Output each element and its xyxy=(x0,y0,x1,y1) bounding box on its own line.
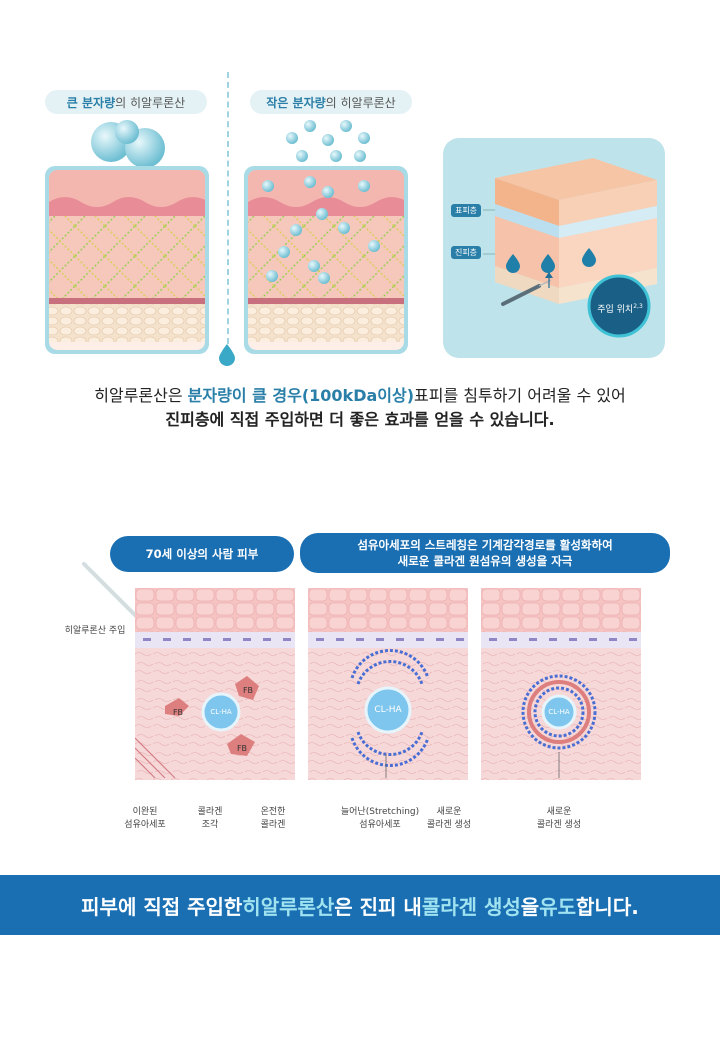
label-detached-fibroblast: 이완된 섬유아세포 xyxy=(124,807,166,830)
stage-panel-new-collagen xyxy=(481,588,641,780)
cl-ha-cell-3: CL-HA xyxy=(548,708,570,716)
skin-panel-small xyxy=(244,166,408,354)
cl-ha-cell-1: CL-HA xyxy=(210,708,232,716)
cl-ha-cell-2: CL-HA xyxy=(374,705,402,715)
epidermis-tag: 표피층 xyxy=(451,204,481,217)
label-stretching-fibroblast: 늘어난(Stretching) 섬유아세포 xyxy=(340,807,420,830)
large-molecule-bubbles xyxy=(91,120,165,168)
age-70-pill: 70세 이상의 사람 피부 xyxy=(110,536,294,572)
top-caption: 히알루론산은 분자량이 클 경우(100kDa이상)표피를 침투하기 어려울 수… xyxy=(94,386,626,429)
label-new-collagen-2: 새로운 콜라겐 생성 xyxy=(426,807,472,830)
dermis-tag: 진피층 xyxy=(451,246,481,259)
skin-panel-large xyxy=(45,166,209,354)
label-collagen-fragment: 콜라겐 조각 xyxy=(197,807,223,830)
label-intact-collagen: 온전한 콜라겐 xyxy=(260,807,286,830)
injection-site-panel: 표피층 진피층 주입 위치2,3 xyxy=(443,138,665,358)
stretching-pill: 섬유아세포의 스트레칭은 기계감각경로를 활성화하여 새로운 콜라겐 원섬유의 … xyxy=(300,533,670,573)
injection-label: 히알루론산 주입 xyxy=(64,626,126,636)
small-molecule-bubbles xyxy=(286,120,370,162)
water-drop-icon xyxy=(219,344,235,366)
fb-label-1: FB xyxy=(172,708,184,717)
label-new-collagen-3: 새로운 콜라겐 생성 xyxy=(536,807,582,830)
fb-label-3: FB xyxy=(236,744,248,753)
fb-label-2: FB xyxy=(242,686,254,695)
stage-panel-stretching xyxy=(308,588,468,780)
skin-block-illustration xyxy=(483,158,657,338)
injection-site-label: 주입 위치2,3 xyxy=(597,303,643,315)
section-divider xyxy=(227,72,229,344)
stage-panel-aged xyxy=(135,588,295,780)
